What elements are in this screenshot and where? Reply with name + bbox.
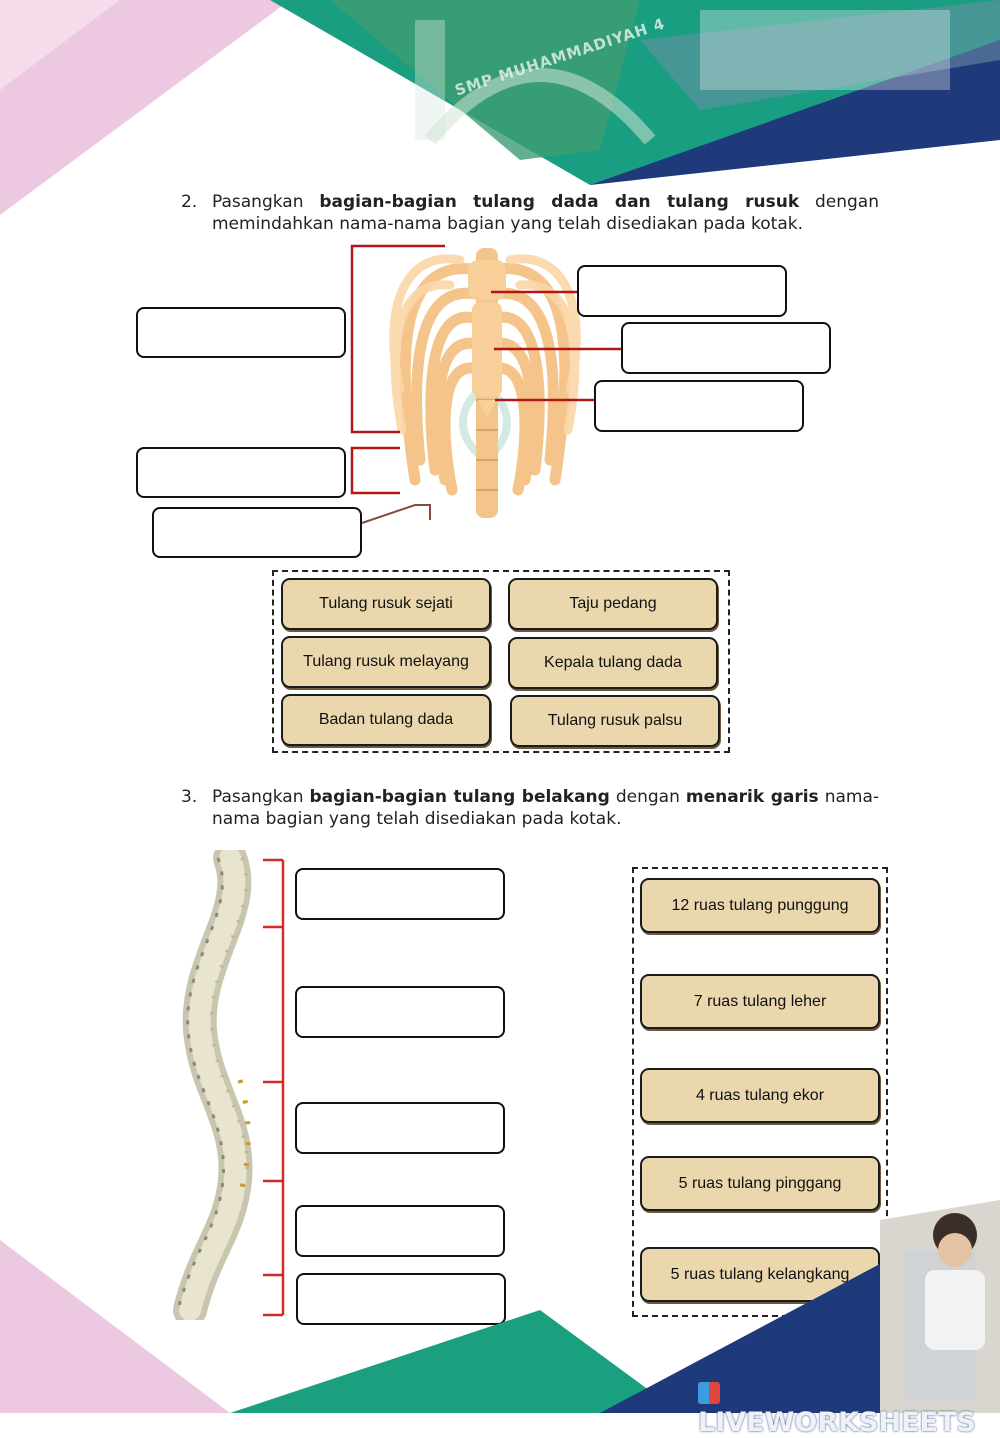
option-badan-tulang-dada[interactable]: Badan tulang dada (281, 694, 491, 746)
question-2-line-1: Pasangkan bagian-bagian tulang dada dan … (212, 192, 879, 212)
option-tulang-rusuk-sejati[interactable]: Tulang rusuk sejati (281, 578, 491, 630)
answer-box-q3-5[interactable] (296, 1273, 506, 1325)
option-4-ruas-tulang-ekor[interactable]: 4 ruas tulang ekor (640, 1068, 880, 1123)
option-5-ruas-tulang-pinggang[interactable]: 5 ruas tulang pinggang (640, 1156, 880, 1211)
answer-box-q2-right-middle[interactable] (621, 322, 831, 374)
question-2-number: 2. (181, 192, 198, 212)
rib-connector-lines (350, 244, 622, 524)
answer-box-q3-2[interactable] (295, 986, 505, 1038)
answer-box-q3-1[interactable] (295, 868, 505, 920)
rib-cage-illustration (389, 248, 581, 518)
answer-box-q2-left-middle[interactable] (136, 447, 346, 498)
spine-illustration (173, 850, 253, 1320)
question-3-line-1: Pasangkan bagian-bagian tulang belakang … (212, 787, 879, 807)
spine-brackets (263, 858, 285, 1317)
option-tulang-rusuk-melayang[interactable]: Tulang rusuk melayang (281, 636, 491, 688)
question-3-number: 3. (181, 787, 198, 807)
answer-box-q3-3[interactable] (295, 1102, 505, 1154)
answer-box-q3-4[interactable] (295, 1205, 505, 1257)
answer-box-q2-left-bottom[interactable] (152, 507, 362, 558)
question-2: 2. Pasangkan bagian-bagian tulang dada d… (181, 191, 879, 237)
option-bank-q2 (272, 570, 730, 753)
option-kepala-tulang-dada[interactable]: Kepala tulang dada (508, 637, 718, 689)
question-3: 3. Pasangkan bagian-bagian tulang belaka… (181, 786, 879, 832)
question-2-line-2: memindahkan nama-nama bagian yang telah … (212, 214, 803, 234)
question-3-line-2: nama bagian yang telah disediakan pada k… (212, 809, 622, 829)
option-bank-q3 (632, 867, 888, 1317)
question-2-bold: bagian-bagian tulang dada dan tulang rus… (319, 192, 800, 212)
footer-decoration (0, 1200, 1000, 1413)
option-taju-pedang[interactable]: Taju pedang (508, 578, 718, 630)
answer-box-q2-right-bottom[interactable] (594, 380, 804, 432)
answer-box-q2-right-top[interactable] (577, 265, 787, 317)
option-tulang-rusuk-palsu[interactable]: Tulang rusuk palsu (510, 695, 720, 747)
liveworksheets-watermark: LIVEWORKSHEETS (698, 1376, 1000, 1438)
header-decoration (0, 0, 1000, 215)
answer-box-q2-left-top[interactable] (136, 307, 346, 358)
option-12-ruas-tulang-punggung[interactable]: 12 ruas tulang punggung (640, 878, 880, 933)
liveworksheets-logo-icon (698, 1381, 720, 1404)
option-7-ruas-tulang-leher[interactable]: 7 ruas tulang leher (640, 974, 880, 1029)
